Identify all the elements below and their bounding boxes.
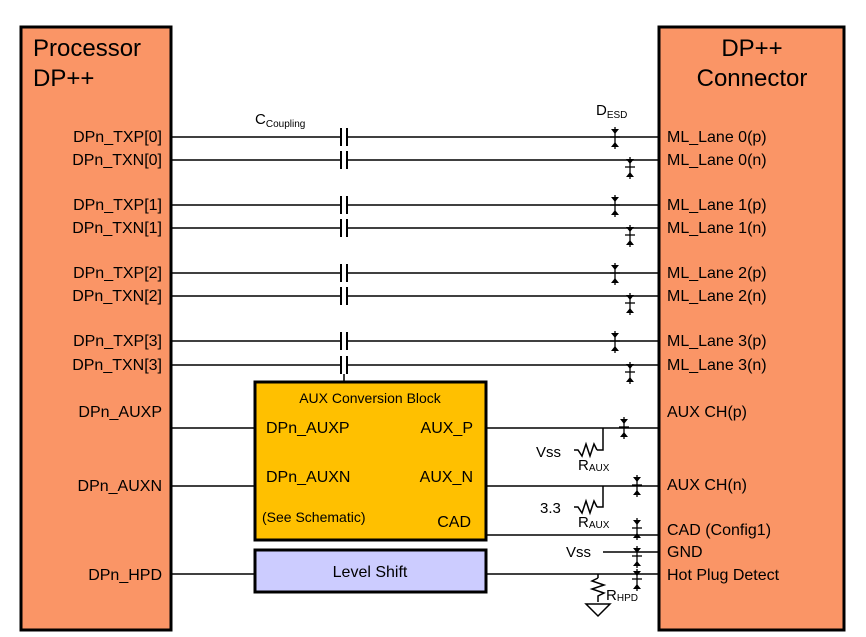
esd-diode-hpd-lower-arrow [633, 584, 641, 589]
esd-diode-lane-1-upper-arrow [626, 159, 634, 164]
raux-top-vss: Vss [536, 444, 561, 461]
esd-diode-lane-1 [625, 157, 635, 179]
proc-auxp-label: DPn_AUXP [78, 404, 162, 421]
esd-diode-lane-3 [625, 225, 635, 247]
aux-conversion-block [253, 380, 488, 542]
lane-conn-label-4: ML_Lane 2(p) [667, 265, 767, 282]
esd-diode-lane-5-lower-arrow [626, 308, 634, 313]
processor-title-line2: DP++ [33, 65, 94, 92]
lane-proc-label-4: DPn_TXP[2] [73, 265, 162, 282]
esd-diode-lane-7 [625, 362, 635, 384]
esd-diode-lane-7-upper-arrow [626, 364, 634, 369]
conn-auxn-label: AUX CH(n) [667, 477, 747, 494]
lane-group: DPn_TXP[0] ML_Lane 0(p) DPn_TXN[0] ML_Lane … [72, 127, 767, 384]
lane-proc-label-5: DPn_TXN[2] [72, 288, 162, 305]
conn-hpd-label: Hot Plug Detect [667, 567, 780, 584]
raux-top-lead [597, 428, 604, 451]
aux-esd-diodes [619, 417, 642, 591]
raux-top-label: RAUX [578, 457, 610, 474]
lane-conn-label-0: ML_Lane 0(p) [667, 129, 767, 146]
esd-diode-lane-2 [610, 195, 620, 217]
esd-diode-lane-0 [610, 127, 620, 149]
esd-diode-gnd [632, 546, 642, 568]
esd-diode-lane-2-lower-arrow [611, 210, 619, 215]
esd-diode-cad-lower-arrow [633, 533, 641, 538]
esd-diode-lane-6-upper-arrow [611, 333, 619, 338]
esd-diode-label: DESD [596, 102, 627, 121]
lane-proc-label-1: DPn_TXN[0] [72, 152, 162, 169]
raux-bot-v33: 3.3 [540, 500, 561, 517]
esd-diode-gnd-lower-arrow [633, 561, 641, 566]
rhpd-resistor [589, 577, 607, 602]
lane-proc-label-2: DPn_TXP[1] [73, 197, 162, 214]
lane-proc-label-6: DPn_TXP[3] [73, 333, 162, 350]
esd-diode-lane-7-lower-arrow [626, 377, 634, 382]
esd-diode-auxn [632, 475, 642, 497]
esd-diode-lane-0-upper-arrow [611, 129, 619, 134]
level-shift-label: Level Shift [333, 564, 408, 581]
esd-diode-auxn-lower-arrow [633, 490, 641, 495]
aux-block-title: AUX Conversion Block [299, 390, 442, 406]
esd-diode-auxp-upper-arrow [620, 419, 628, 424]
aux-block-out-p: AUX_P [421, 420, 473, 437]
esd-diode-lane-4-lower-arrow [611, 278, 619, 283]
conn-auxp-label: AUX CH(p) [667, 404, 747, 421]
raux-bot-lead [597, 486, 604, 508]
esd-diode-hpd-upper-arrow [633, 571, 641, 576]
connector-block [657, 25, 846, 632]
aux-block-in-n: DPn_AUXN [266, 469, 350, 486]
ground-symbol [584, 603, 612, 618]
processor-title-line1: Processor [33, 35, 141, 62]
esd-diode-cad [632, 518, 642, 540]
esd-diode-lane-5-upper-arrow [626, 295, 634, 300]
esd-diode-lane-0-lower-arrow [611, 142, 619, 147]
esd-diode-hpd [632, 569, 642, 591]
esd-diode-lane-3-lower-arrow [626, 240, 634, 245]
raux-top-resistor [574, 441, 598, 459]
level-shift-block [253, 548, 488, 594]
aux-block-out-n: AUX_N [420, 469, 473, 486]
esd-diode-auxp [619, 417, 629, 439]
lane-conn-label-6: ML_Lane 3(p) [667, 333, 767, 350]
lane-proc-label-7: DPn_TXN[3] [72, 357, 162, 374]
raux-bot-resistor [574, 498, 598, 516]
aux-block-in-p: DPn_AUXP [266, 420, 350, 437]
esd-diode-lane-4 [610, 263, 620, 285]
esd-diode-gnd-upper-arrow [633, 548, 641, 553]
esd-diode-lane-1-lower-arrow [626, 172, 634, 177]
proc-hpd-label: DPn_HPD [88, 567, 162, 584]
connector-title-line1: DP++ [721, 35, 782, 62]
esd-diode-lane-6-lower-arrow [611, 346, 619, 351]
esd-diode-lane-6 [610, 331, 620, 353]
aux-block-cad: CAD [437, 514, 471, 531]
esd-diode-lane-3-upper-arrow [626, 227, 634, 232]
lane-conn-label-1: ML_Lane 0(n) [667, 152, 767, 169]
esd-diode-cad-upper-arrow [633, 520, 641, 525]
raux-bot-label: RAUX [578, 514, 610, 531]
conn-gnd-label: GND [667, 544, 703, 561]
coupling-cap-label: CCoupling [255, 111, 305, 130]
processor-block [19, 25, 173, 632]
lane-conn-label-5: ML_Lane 2(n) [667, 288, 767, 305]
lane-proc-label-0: DPn_TXP[0] [73, 129, 162, 146]
lane-conn-label-3: ML_Lane 1(n) [667, 220, 767, 237]
connector-title-line2: Connector [697, 65, 808, 92]
rhpd-label: RHPD [606, 587, 638, 604]
lane-proc-label-3: DPn_TXN[1] [72, 220, 162, 237]
esd-diode-lane-4-upper-arrow [611, 265, 619, 270]
gnd-vss-label: Vss [566, 544, 591, 561]
esd-diode-lane-5 [625, 293, 635, 315]
aux-block-note: (See Schematic) [262, 509, 365, 525]
lane-conn-label-2: ML_Lane 1(p) [667, 197, 767, 214]
lane-conn-label-7: ML_Lane 3(n) [667, 357, 767, 374]
conn-cad-label: CAD (Config1) [667, 522, 771, 539]
esd-diode-auxp-lower-arrow [620, 432, 628, 437]
esd-diode-lane-2-upper-arrow [611, 197, 619, 202]
esd-diode-auxn-upper-arrow [633, 477, 641, 482]
proc-auxn-label: DPn_AUXN [78, 478, 162, 495]
